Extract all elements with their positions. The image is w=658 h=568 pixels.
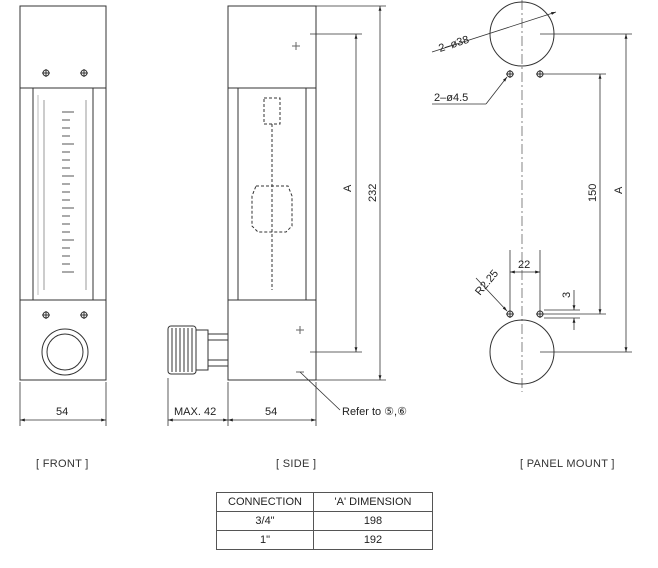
side-height-dim: 232 <box>367 184 379 202</box>
side-top-block <box>227 5 317 89</box>
table-cell: 3/4" <box>216 511 314 531</box>
panel-a-dim: A <box>613 186 625 194</box>
side-bottom-block <box>227 299 317 381</box>
panel-caption: [ PANEL MOUNT ] <box>520 458 615 470</box>
panel-spacing-dim: 150 <box>587 184 599 202</box>
front-bottom-block <box>19 299 107 381</box>
side-caption: [ SIDE ] <box>276 458 316 470</box>
front-top-block <box>19 5 107 89</box>
front-top-screw-left-icon <box>42 69 50 77</box>
table-header-a-dimension: 'A' DIMENSION <box>313 492 433 512</box>
front-bottom-screw-left-icon <box>42 311 50 319</box>
panel-top-small-holes <box>506 70 544 78</box>
table-header-connection: CONNECTION <box>216 492 314 512</box>
front-top-screw-right-icon <box>80 69 88 77</box>
panel-offset-dim: 3 <box>561 292 573 298</box>
front-port-outer <box>41 328 89 376</box>
front-view <box>19 5 107 426</box>
table-header-row: CONNECTION 'A' DIMENSION <box>216 492 433 512</box>
panel-small-holes-label: 2–ø4.5 <box>434 92 468 104</box>
front-caption: [ FRONT ] <box>36 458 89 470</box>
front-bottom-screw-right-icon <box>80 311 88 319</box>
side-float-guide <box>263 97 281 125</box>
side-refer-note: Refer to ⑤,⑥ <box>342 406 407 418</box>
dimension-table: CONNECTION 'A' DIMENSION 3/4" 198 1" 192 <box>216 492 433 550</box>
table-cell: 192 <box>313 530 433 550</box>
panel-bottom-small-holes <box>506 310 544 318</box>
side-float <box>251 185 293 233</box>
panel-mount-view <box>431 0 632 392</box>
side-width-dim: 54 <box>265 406 277 418</box>
table-row: 3/4" 198 <box>216 511 433 531</box>
table-cell: 1" <box>216 530 314 550</box>
side-valve-knob-icon <box>167 325 229 375</box>
side-max-dim: MAX. 42 <box>174 406 216 418</box>
table-row: 1" 192 <box>216 530 433 550</box>
side-a-dim: A <box>342 184 354 192</box>
side-view <box>167 5 386 426</box>
front-scale <box>62 111 74 273</box>
panel-width-dim: 22 <box>518 259 530 271</box>
table-cell: 198 <box>313 511 433 531</box>
panel-big-holes-label: 2–ø38 <box>437 34 470 55</box>
front-width-dim: 54 <box>56 406 68 418</box>
panel-radius-dim: R2.25 <box>473 268 501 298</box>
front-port-inner <box>46 333 84 371</box>
